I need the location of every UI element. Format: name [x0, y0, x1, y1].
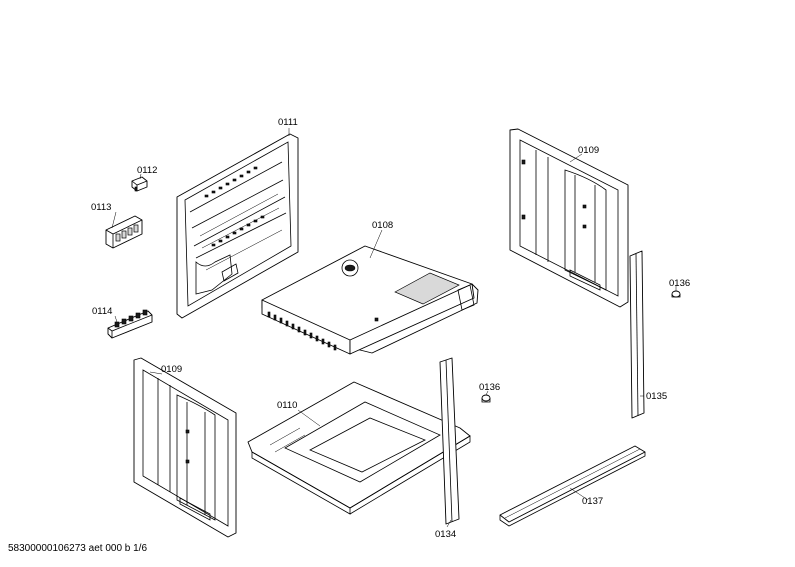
terminal-block-0113-drawing: [105, 215, 143, 249]
label-0109-right: 0109: [578, 145, 600, 156]
label-0110: 0110: [277, 400, 298, 411]
label-0114: 0114: [92, 306, 113, 317]
label-0134: 0134: [435, 529, 457, 540]
right-side-panel-drawing: [509, 128, 629, 308]
screw-upper-drawing: [671, 290, 681, 298]
horizontal-strip-drawing: [499, 445, 646, 527]
document-id-footer: 58300000106273 aet 000 b 1/6: [8, 543, 148, 554]
label-0137: 0137: [582, 496, 604, 507]
label-0111: 0111: [278, 117, 298, 128]
terminal-strip-0114-drawing: [107, 309, 153, 339]
vertical-strip-center-drawing: [439, 357, 460, 525]
label-0113: 0113: [91, 202, 112, 213]
leader-lines: [111, 128, 677, 528]
vertical-strip-right-drawing: [629, 250, 645, 419]
bottom-tray-drawing: [247, 381, 471, 515]
label-0135: 0135: [646, 391, 668, 402]
label-0112: 0112: [137, 165, 158, 176]
label-0136-upper: 0136: [669, 278, 691, 289]
back-panel-drawing: [176, 133, 299, 319]
label-0108: 0108: [372, 220, 394, 231]
label-0109-left: 0109: [161, 364, 183, 375]
connector-0112-drawing: [131, 176, 148, 192]
screw-lower-drawing: [481, 394, 491, 403]
label-0136-lower: 0136: [479, 382, 501, 393]
top-housing-drawing: [261, 245, 479, 355]
left-side-panel-drawing: [133, 357, 237, 538]
